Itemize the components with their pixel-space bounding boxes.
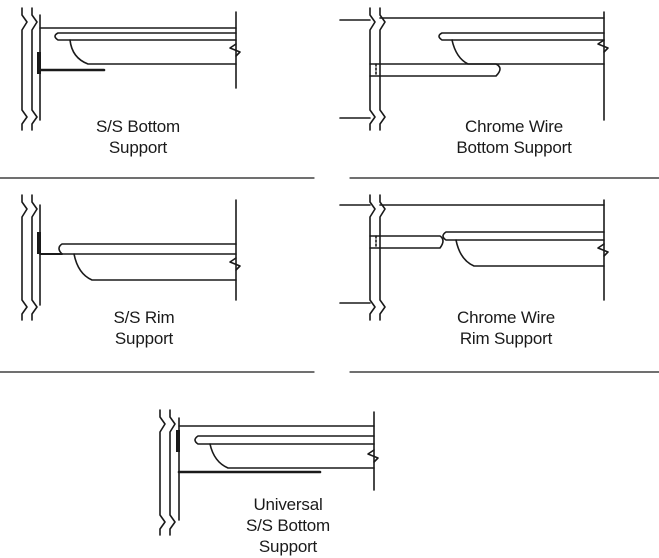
support-bracket: [176, 430, 180, 452]
wall-break-left: [21, 194, 28, 321]
shelf-pan: [73, 253, 237, 281]
support-bracket: [37, 52, 41, 74]
post-break: [367, 449, 379, 463]
shelf-pan: [455, 239, 605, 267]
ss-rim-support-drawing: [21, 194, 241, 321]
caption-ss-rim-support: S/S Rim Support: [54, 307, 234, 349]
shelf-rim: [58, 243, 237, 255]
caption-line: S/S Rim: [113, 308, 175, 327]
caption-line: S/S Bottom: [96, 117, 180, 136]
caption-line: S/S Bottom: [246, 516, 330, 535]
chrome-wire-rim-support-drawing: [339, 194, 609, 321]
wall-break-right: [169, 409, 176, 536]
caption-line: Bottom Support: [456, 138, 572, 157]
support-bracket: [37, 232, 41, 254]
wall-break-left: [369, 194, 376, 321]
wall-break-right: [379, 7, 386, 131]
shelf-rim: [438, 32, 605, 41]
caption-chrome-wire-rim-support: Chrome Wire Rim Support: [416, 307, 596, 349]
wall-break-left: [369, 7, 376, 131]
wall-break-right: [379, 194, 386, 321]
chrome-wire-rod: [369, 63, 501, 77]
post-break: [597, 39, 609, 53]
shelf-rim: [442, 231, 605, 241]
post-break: [229, 43, 241, 57]
caption-line: Support: [258, 537, 318, 556]
chrome-wire-bottom-support-drawing: [339, 7, 609, 131]
wall-break-left: [159, 409, 166, 536]
caption-chrome-wire-bottom-support: Chrome Wire Bottom Support: [424, 116, 604, 158]
post-break: [597, 243, 609, 257]
ss-bottom-support-drawing: [21, 7, 241, 131]
universal-ss-bottom-support-drawing: [159, 409, 379, 536]
caption-line: Rim Support: [459, 329, 553, 348]
post-break: [229, 257, 241, 271]
caption-line: Universal: [253, 495, 323, 514]
shelf-pan: [69, 39, 237, 65]
caption-line: Support: [108, 138, 168, 157]
caption-universal-ss-bottom-support: Universal S/S Bottom Support: [198, 494, 378, 557]
chrome-wire-rod: [369, 235, 444, 249]
caption-line: Chrome Wire: [465, 117, 563, 136]
caption-line: Chrome Wire: [457, 308, 555, 327]
shelf-pan: [209, 443, 375, 469]
caption-line: Support: [114, 329, 174, 348]
wall-break-left: [21, 7, 28, 131]
caption-ss-bottom-support: S/S Bottom Support: [48, 116, 228, 158]
shelf-rim: [54, 32, 237, 41]
wall-break-right: [31, 7, 38, 131]
shelf-rim: [194, 435, 375, 445]
wall-break-right: [31, 194, 38, 321]
shelf-pan: [451, 39, 605, 65]
